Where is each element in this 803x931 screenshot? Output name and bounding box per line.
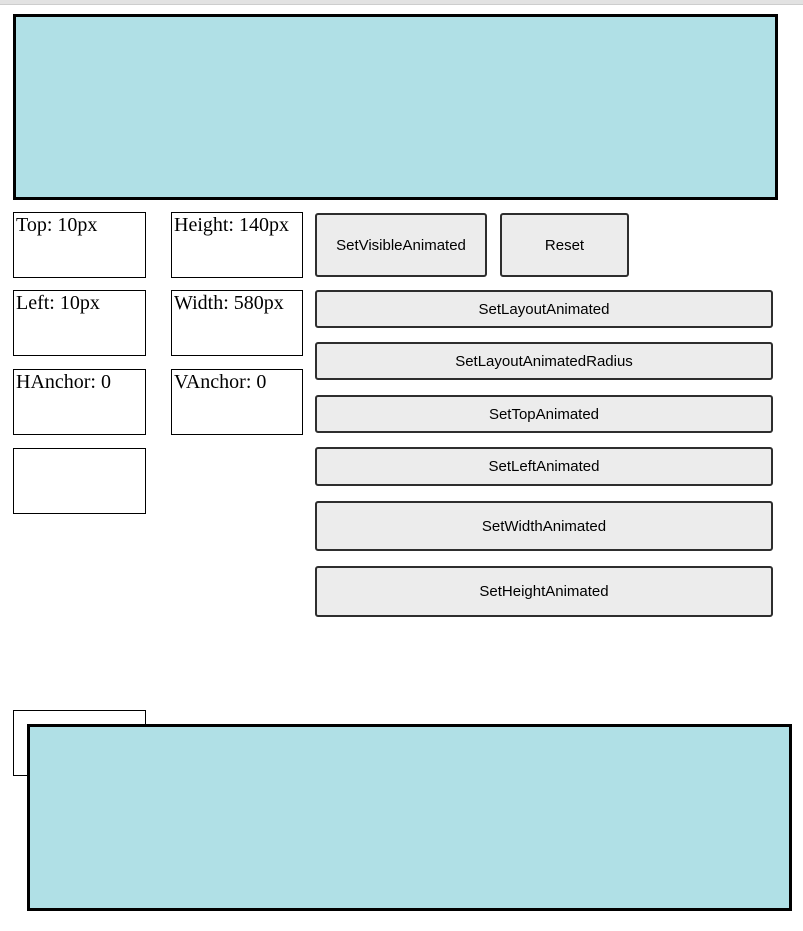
set-layout-animated-button[interactable]: SetLayoutAnimated [315,290,773,328]
set-visible-animated-button[interactable]: SetVisibleAnimated [315,213,487,277]
set-left-animated-button[interactable]: SetLeftAnimated [315,447,773,486]
vanchor-value-box: VAnchor: 0 [171,369,303,435]
animated-demo-panel-bottom [27,724,792,911]
set-width-animated-button[interactable]: SetWidthAnimated [315,501,773,551]
animated-demo-panel-top [13,14,778,200]
page-top-strip [0,0,803,5]
height-value-box: Height: 140px [171,212,303,278]
set-height-animated-button[interactable]: SetHeightAnimated [315,566,773,617]
left-value-box: Left: 10px [13,290,146,356]
top-value-box: Top: 10px [13,212,146,278]
set-layout-animated-radius-button[interactable]: SetLayoutAnimatedRadius [315,342,773,380]
hanchor-value-box: HAnchor: 0 [13,369,146,435]
set-top-animated-button[interactable]: SetTopAnimated [315,395,773,433]
reset-button[interactable]: Reset [500,213,629,277]
width-value-box: Width: 580px [171,290,303,356]
empty-value-box [13,448,146,514]
